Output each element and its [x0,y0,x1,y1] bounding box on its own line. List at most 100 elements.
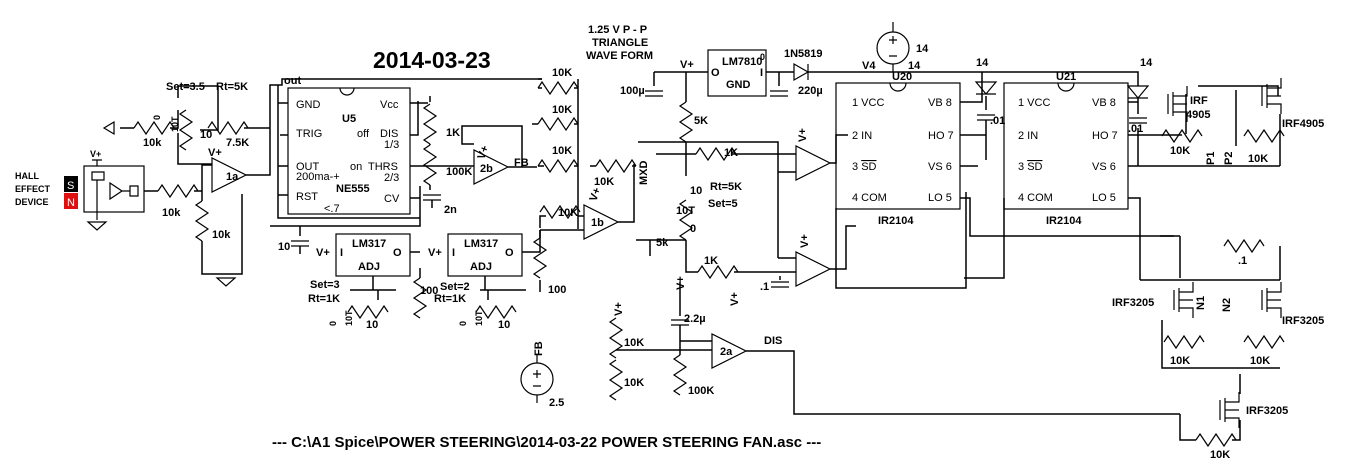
r-hall-10k: 10k [162,207,181,219]
r-555-100k: 100K [446,166,472,178]
ne555-off: off [357,128,370,140]
opamp-1b-label: 1b [591,217,604,229]
r-sum1-10k: 10K [552,67,572,79]
opamp-2a-label: 2a [720,346,733,358]
lm317a-vplus: V+ [316,247,330,259]
p1-irf: IRF [1190,95,1208,107]
u20-vcc: 1 VCC [852,97,884,109]
lm317a-o: O [393,247,402,259]
u21-ref: U21 [1056,71,1076,83]
mxd-label: MXD [638,161,650,186]
ne555-pin-trig: TRIG [296,128,322,140]
lm317b-vplus: V+ [428,247,442,259]
ne555-pin-vcc: Vcc [380,99,399,111]
lm7810-deg: 0 [760,52,765,62]
note-waveform: WAVE FORM [586,50,653,62]
r-div-top-10k: 10K [624,337,644,349]
u20-vs: VS 6 [928,161,952,173]
u20-vb: VB 8 [928,97,952,109]
r-n2-10k: 10K [1250,355,1270,367]
footer-filepath: --- C:\A1 Spice\POWER STEERING\2014-03-2… [272,434,821,451]
r-mix-1k: 1K [724,147,738,159]
u21-part: IR2104 [1046,215,1082,227]
ne555-lt7: <.7 [324,203,340,215]
comp-upper-vplus: V+ [797,128,809,142]
ne555-pin-cv: CV [384,193,400,205]
set2-label: Set=2 [440,281,470,293]
r-100k-2a: 100K [688,385,714,397]
r-mix2-1k: 1K [704,255,718,267]
dis-label: DIS [764,335,782,347]
lm317a-adj: ADJ [358,261,380,273]
fb-voltage-source [520,362,554,396]
pot-b-10t: 10T [474,310,484,326]
ne555-ma: 200ma-+ [296,171,340,183]
vplus-divider: V+ [613,302,625,316]
lm317b-i: I [452,247,455,259]
opamp-1a-label: 1a [226,171,239,183]
fb-source-label: FB [533,341,545,356]
ne555-out-label: out [284,75,301,87]
pot-a-zero: 0 [328,321,338,326]
r-sum2-10k: 10K [552,104,572,116]
opamp-2b-label: 2b [480,163,493,175]
ne555-pin-dis: DIS [380,128,398,140]
magnet-south-pole [64,176,78,192]
n2-label: N2 [1221,298,1233,312]
pot-a-10: 10 [366,319,378,331]
hall-label-line2: EFFECT [15,184,51,194]
lm7810-i: I [760,67,763,79]
r-1b-10k: 10K [558,207,578,219]
ne555-pin-gnd: GND [296,99,321,111]
magnet-n-label: N [67,197,75,209]
note-vpp: 1.25 V P - P [588,24,647,36]
hall-sensor-box [83,165,145,213]
r-setpoint-10k: 10k [143,137,162,149]
u21-in: 2 IN [1018,130,1038,142]
v4-14b: 14 [908,60,921,72]
v4-14: 14 [916,43,929,55]
u20-in: 2 IN [852,130,872,142]
u20-ho: HO 7 [928,130,954,142]
opamp-2b-vplus: V+ [476,144,492,161]
u20-com: 4 COM [852,192,887,204]
lm317-regulator-2: LM317 I O ADJ [447,233,523,277]
u21-vcc: 1 VCC [1018,97,1050,109]
u21-vs: VS 6 [1092,161,1116,173]
p2-irf4905: IRF4905 [1282,118,1324,130]
ladder-zero: 0 [690,223,696,235]
mosfet-dis-irf3205 [1219,391,1240,429]
v4-label: V4 [862,60,876,72]
lm317b-o: O [505,247,514,259]
u21-sd: 3 SD [1018,161,1043,173]
opamp-1a-vplus: V+ [208,147,222,159]
r-ladder-5k-b: 5k [656,237,669,249]
r-p2-10k: 10K [1248,153,1268,165]
fb-source-value: 2.5 [549,397,564,409]
ir2104-u20: U20 1 VCC 2 IN 3 SD 4 COM VB 8 HO 7 VS 6… [835,71,961,227]
pot-a-10t: 10T [344,310,354,326]
n1-irf3205: IRF3205 [1112,297,1154,309]
comp-lower-vplus: V+ [799,234,811,248]
pot-c-10t: 10T [676,205,695,217]
ne555-ref: U5 [342,113,356,125]
rt5k-c-label: Rt=5K [710,181,742,193]
u20-sd: 3 SD [852,161,877,173]
note-triangle: TRIANGLE [592,37,648,49]
pot-10t: 10T [170,116,180,132]
lm7810-regulator: LM7810 0 O I GND [707,49,767,97]
rt5k-label: Rt=5K [216,81,248,93]
opamp-1b-vplus: V+ [588,186,604,203]
r-lm317b-100: 100 [548,284,566,296]
fb-label: FB [514,157,529,169]
ne555-pin-rst: RST [296,191,318,203]
ne555-timer: out U5 NE555 GND TRIG OUT 200ma-+ RST <.… [284,75,411,215]
pot-zero: 0 [152,115,162,120]
u21-com: 4 COM [1018,192,1053,204]
r-ladder-5k: 5K [694,115,708,127]
mosfet-n1-irf3205 [1173,281,1194,319]
r-lm317a-100: 100 [420,285,438,297]
lm317-regulator-1: LM317 I O ADJ [335,233,411,277]
lm317a-i: I [340,247,343,259]
